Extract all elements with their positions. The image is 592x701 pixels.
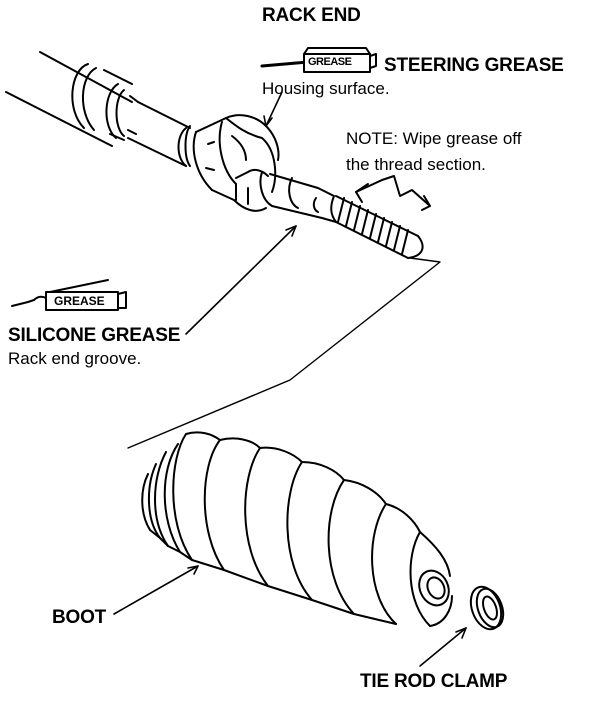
grease-tube-icon [260,47,377,73]
tie-rod-clamp [469,585,505,631]
phantom-guide-lines [127,257,441,449]
steering-rack-housing [5,51,191,167]
note-indicator-arrow [355,175,431,211]
rack-end-label: RACK END [262,5,361,26]
note-line-2: the thread section. [346,155,486,174]
tie-rod-clamp-label: TIE ROD CLAMP [360,671,508,692]
steering-grease-label: STEERING GREASE [384,55,564,76]
grease-tube-label: GREASE [308,56,352,68]
silicone-grease-label: SILICONE GREASE [8,325,181,346]
grease-tube-icon [11,279,127,311]
grease-tube-label: GREASE [54,294,105,308]
boot-label: BOOT [52,607,107,628]
note-line-1: NOTE: Wipe grease off [346,129,522,148]
boot [141,431,453,627]
housing-surface-label: Housing surface. [262,79,390,98]
threaded-section [335,195,424,259]
tie-rod [259,171,337,223]
leader-lines [113,91,467,667]
rack-end-groove-label: Rack end groove. [8,349,142,368]
rack-end-joint [192,114,280,212]
